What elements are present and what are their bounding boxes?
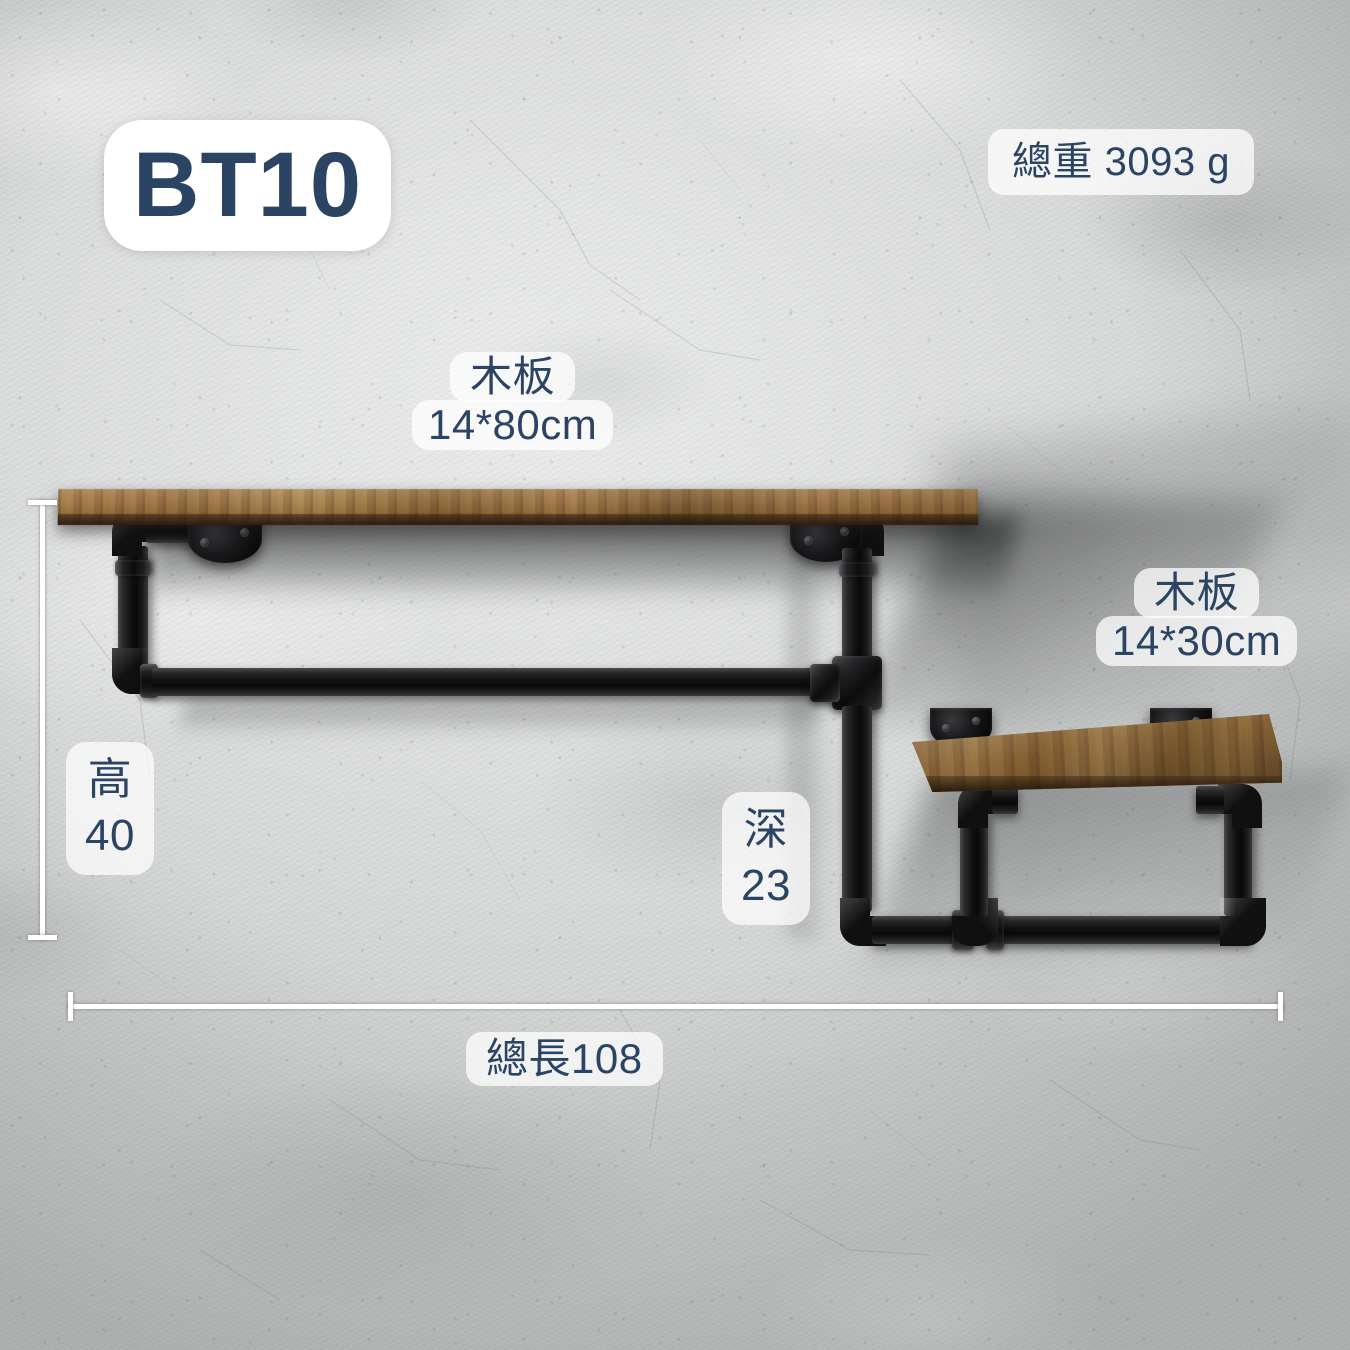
pipe-lowshelf-left-stub — [992, 786, 1018, 814]
height-annotation: 高 40 — [66, 742, 154, 875]
dimension-cap-length-right — [1278, 992, 1283, 1021]
wood-top-annotation: 木板 14*80cm — [412, 352, 614, 451]
depth-annotation: 深 23 — [722, 792, 810, 925]
total-length-annotation: 總長108 — [466, 1032, 663, 1087]
wood-top-name: 木板 — [450, 352, 576, 403]
dimension-cap-height-top — [28, 500, 57, 505]
total-length-label: 總長108 — [486, 1035, 643, 1082]
pipe-collar-left-upper — [115, 560, 151, 576]
dimension-cap-length-left — [68, 992, 73, 1021]
dimension-cap-height-bottom — [28, 935, 57, 940]
wood-lower-size: 14*30cm — [1096, 616, 1298, 667]
dimension-line-length — [68, 1004, 1283, 1009]
depth-name: 深 — [743, 805, 789, 854]
wood-plank-top-edge — [57, 513, 979, 526]
pipe-elbow-lowshelf-rightfoot — [1220, 898, 1266, 946]
wood-plank-top — [57, 489, 979, 526]
pipe-hanging-rail — [152, 668, 852, 696]
model-badge: BT10 — [104, 120, 391, 251]
pipe-elbow-lowshelf-righttop — [1218, 784, 1262, 828]
wood-lower-annotation: 木板 14*30cm — [1096, 568, 1298, 667]
wood-lower-name: 木板 — [1134, 568, 1260, 619]
pipe-center-vertical-lower — [842, 706, 872, 912]
wood-top-size: 14*80cm — [412, 400, 614, 451]
pipe-lowshelf-right-stub — [1196, 786, 1224, 814]
pipe-tee-side-branch — [810, 664, 840, 702]
pipe-lowshelf-left-leg — [960, 812, 988, 916]
height-value: 40 — [85, 811, 135, 861]
weight-badge: 總重 3093 g — [988, 129, 1254, 195]
shadow-under-hanging-rail — [174, 700, 826, 738]
dimension-line-height — [40, 500, 45, 940]
pipe-collar-center-upper — [839, 562, 875, 577]
pipe-tee-joint — [832, 656, 882, 710]
pipe-lower-bottom-rail — [872, 916, 1252, 944]
depth-value: 23 — [741, 861, 791, 911]
shadow-under-top-shelf — [141, 517, 1019, 603]
model-label: BT10 — [133, 134, 362, 237]
height-name: 高 — [87, 755, 133, 804]
weight-label: 總重 3093 g — [1012, 140, 1230, 184]
